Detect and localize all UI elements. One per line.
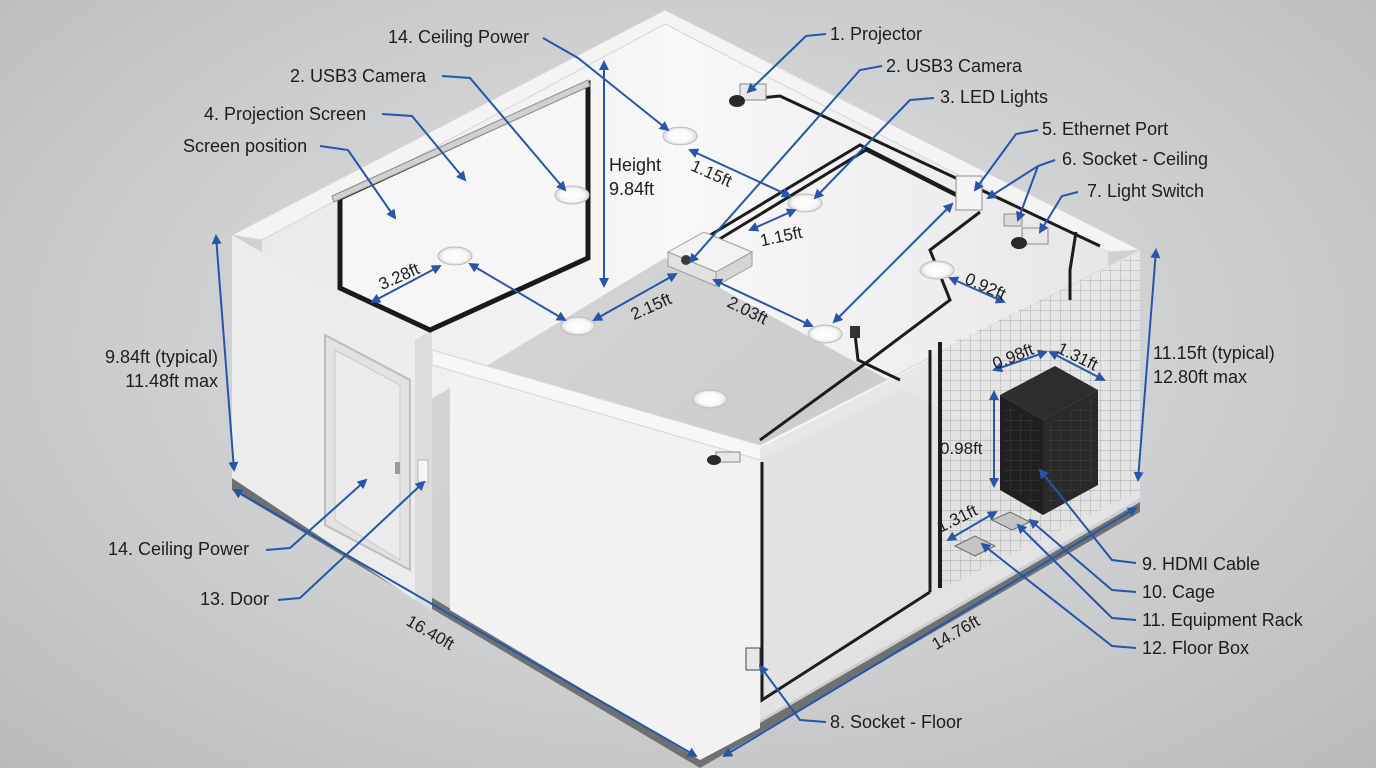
ceiling-light <box>787 193 823 213</box>
dim-light-diag <box>468 262 567 322</box>
ceiling-light <box>919 260 955 280</box>
dim-1-31-top <box>1048 351 1106 381</box>
projector-device <box>666 231 754 287</box>
dim-light-wall <box>832 202 954 324</box>
ceiling-light <box>560 316 596 336</box>
dim-1-15-top <box>688 148 792 198</box>
leader-led-lights <box>813 97 935 200</box>
ceiling-light <box>807 324 843 344</box>
leader-ceiling-power-top <box>542 37 670 132</box>
dim-0-92 <box>948 276 1006 304</box>
ceiling-light <box>437 246 473 266</box>
leader-ethernet-port <box>973 129 1039 192</box>
wall-rim <box>230 9 1142 253</box>
dim-14-76 <box>722 506 1138 758</box>
dim-16-40 <box>232 489 698 757</box>
leader-projector <box>746 33 827 94</box>
dim-right-wall <box>1133 248 1161 482</box>
usb3-camera-floor <box>707 451 741 465</box>
light-switch-plate <box>417 459 429 483</box>
dim-1-15-mid <box>748 208 797 232</box>
screen-bar <box>331 79 591 203</box>
dim-2-03 <box>712 278 814 328</box>
dim-3-28 <box>370 265 442 303</box>
ceiling-light <box>554 185 590 205</box>
leader-light-switch <box>1038 191 1079 234</box>
floor-socket-plate <box>745 647 761 671</box>
equipment-rack <box>1000 366 1098 515</box>
ethernet-box <box>955 175 983 211</box>
dim-2-15 <box>592 273 678 321</box>
ceiling-light <box>692 389 728 409</box>
leader-screen-position <box>319 145 397 220</box>
dim-0-98-top <box>992 349 1048 373</box>
dim-left-wall <box>211 234 239 472</box>
ceiling-cable <box>759 94 1101 248</box>
leader-usb3-camera-right <box>688 65 883 264</box>
ceiling-light <box>662 126 698 146</box>
leader-usb3-camera-left <box>441 75 567 192</box>
leader-projection-screen <box>381 113 467 182</box>
leader-socket-ceiling-b <box>1016 165 1039 222</box>
